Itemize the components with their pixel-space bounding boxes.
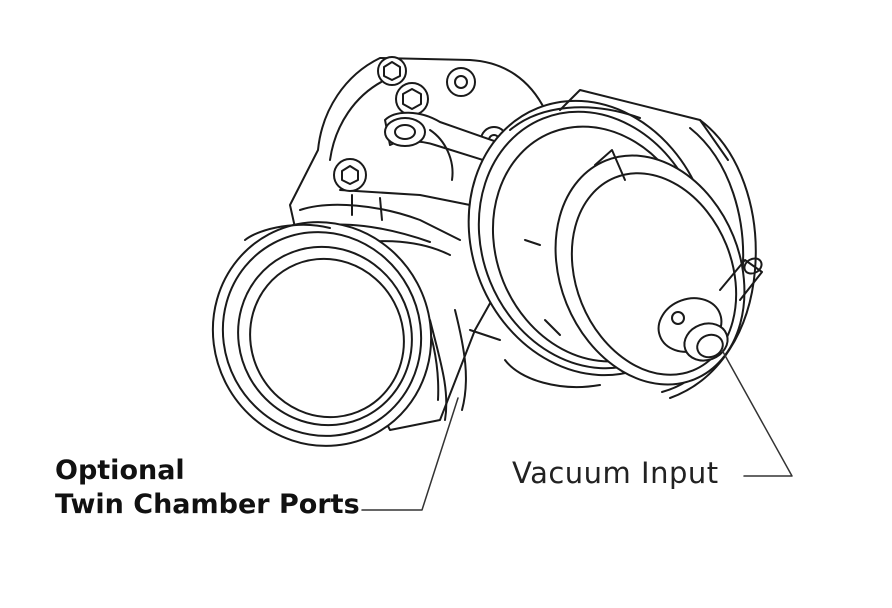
vacuum-leader bbox=[721, 349, 793, 477]
twin-chamber-leader bbox=[361, 397, 459, 511]
twin-chamber-label-line1: Optional bbox=[55, 455, 185, 486]
inlet-flange bbox=[211, 221, 433, 447]
vacuum-input-label: Vacuum Input bbox=[512, 456, 719, 490]
actuator bbox=[467, 89, 757, 399]
vacuum-port bbox=[657, 257, 763, 362]
twin-chamber-label-line2: Twin Chamber Ports bbox=[55, 489, 360, 520]
